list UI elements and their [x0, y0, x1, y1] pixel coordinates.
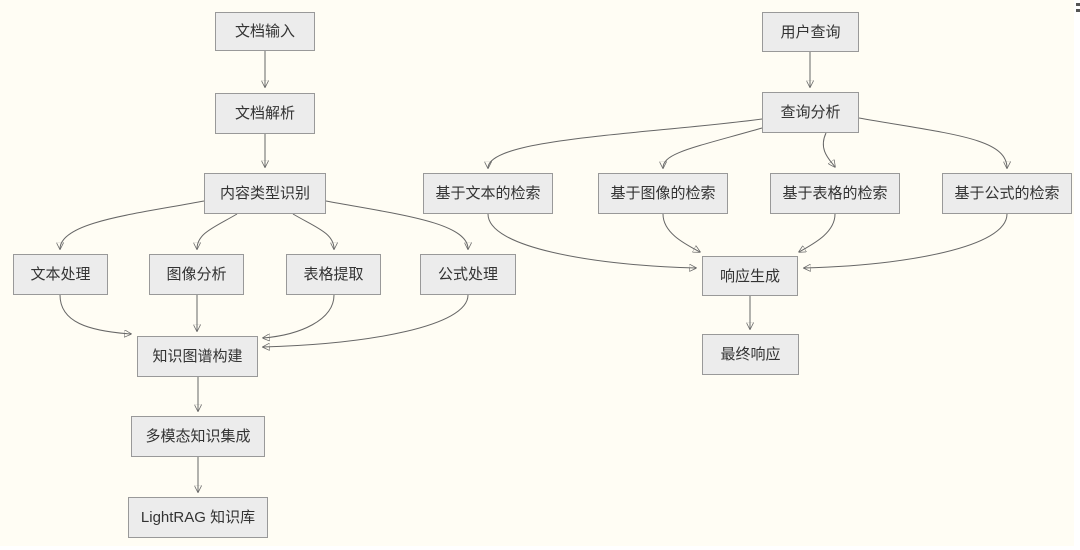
clipped-text-fragment: [1076, 3, 1080, 6]
node-query-anal: 查询分析: [762, 92, 859, 133]
node-image-anal: 图像分析: [149, 254, 244, 295]
node-table-retr: 基于表格的检索: [770, 173, 900, 214]
node-response-gen: 响应生成: [702, 256, 798, 296]
node-kg-build: 知识图谱构建: [137, 336, 258, 377]
node-multimodal: 多模态知识集成: [131, 416, 265, 457]
node-doc-parse: 文档解析: [215, 93, 315, 134]
node-lightrag: LightRAG 知识库: [128, 497, 268, 538]
node-table-extract: 表格提取: [286, 254, 381, 295]
node-content-type: 内容类型识别: [204, 173, 326, 214]
node-text-retr: 基于文本的检索: [423, 173, 553, 214]
node-image-retr: 基于图像的检索: [598, 173, 728, 214]
node-final-resp: 最终响应: [702, 334, 799, 375]
clipped-text-fragment: [1076, 9, 1080, 12]
node-text-proc: 文本处理: [13, 254, 108, 295]
node-formula-retr: 基于公式的检索: [942, 173, 1072, 214]
node-user-query: 用户查询: [762, 12, 859, 52]
node-formula-proc: 公式处理: [420, 254, 516, 295]
node-doc-input: 文档输入: [215, 12, 315, 51]
